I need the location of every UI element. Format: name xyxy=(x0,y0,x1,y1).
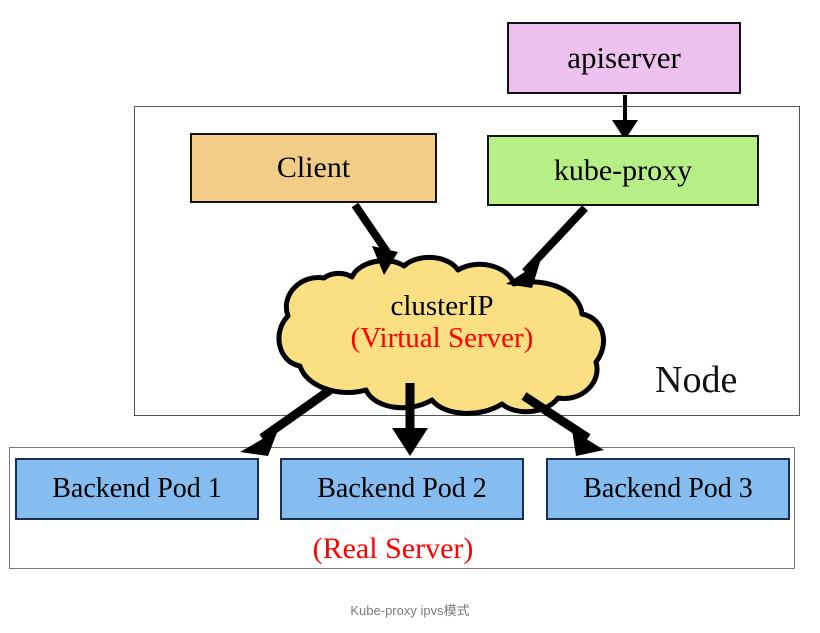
backend-pod-3-label: Backend Pod 3 xyxy=(583,473,753,504)
backend-pods-container xyxy=(9,447,795,569)
edge-kube-proxy-to-clusterip xyxy=(506,205,588,288)
kube-proxy-label: kube-proxy xyxy=(553,153,693,187)
apiserver-box[interactable]: apiserver xyxy=(507,22,741,94)
edge-apiserver-to-kube-proxy xyxy=(612,95,638,140)
edge-clusterip-to-pod2 xyxy=(392,383,428,456)
node-container-label: Node xyxy=(655,359,738,401)
edge-clusterip-to-pod1 xyxy=(240,386,333,456)
kube-proxy-box[interactable]: kube-proxy xyxy=(487,135,759,206)
real-server-label: (Real Server) xyxy=(312,532,474,565)
backend-pod-1-box[interactable]: Backend Pod 1 xyxy=(15,458,259,520)
apiserver-label: apiserver xyxy=(567,40,681,75)
backend-pod-2-label: Backend Pod 2 xyxy=(317,473,487,504)
virtual-server-label: (Virtual Server) xyxy=(350,322,534,355)
backend-pod-3-box[interactable]: Backend Pod 3 xyxy=(546,458,790,520)
clusterip-cloud-shape xyxy=(276,254,606,416)
clusterip-label: clusterIP xyxy=(390,290,494,322)
backend-pod-1-label: Backend Pod 1 xyxy=(52,473,222,504)
backend-pod-2-box[interactable]: Backend Pod 2 xyxy=(280,458,524,520)
clusterip-cloud-label: clusterIP (Virtual Server) xyxy=(272,290,612,355)
diagram-caption: Kube-proxy ipvs模式 xyxy=(350,603,470,618)
client-label: Client xyxy=(276,151,351,184)
client-box[interactable]: Client xyxy=(190,133,437,203)
edge-client-to-clusterip xyxy=(351,202,398,275)
edge-clusterip-to-pod3 xyxy=(521,392,604,456)
